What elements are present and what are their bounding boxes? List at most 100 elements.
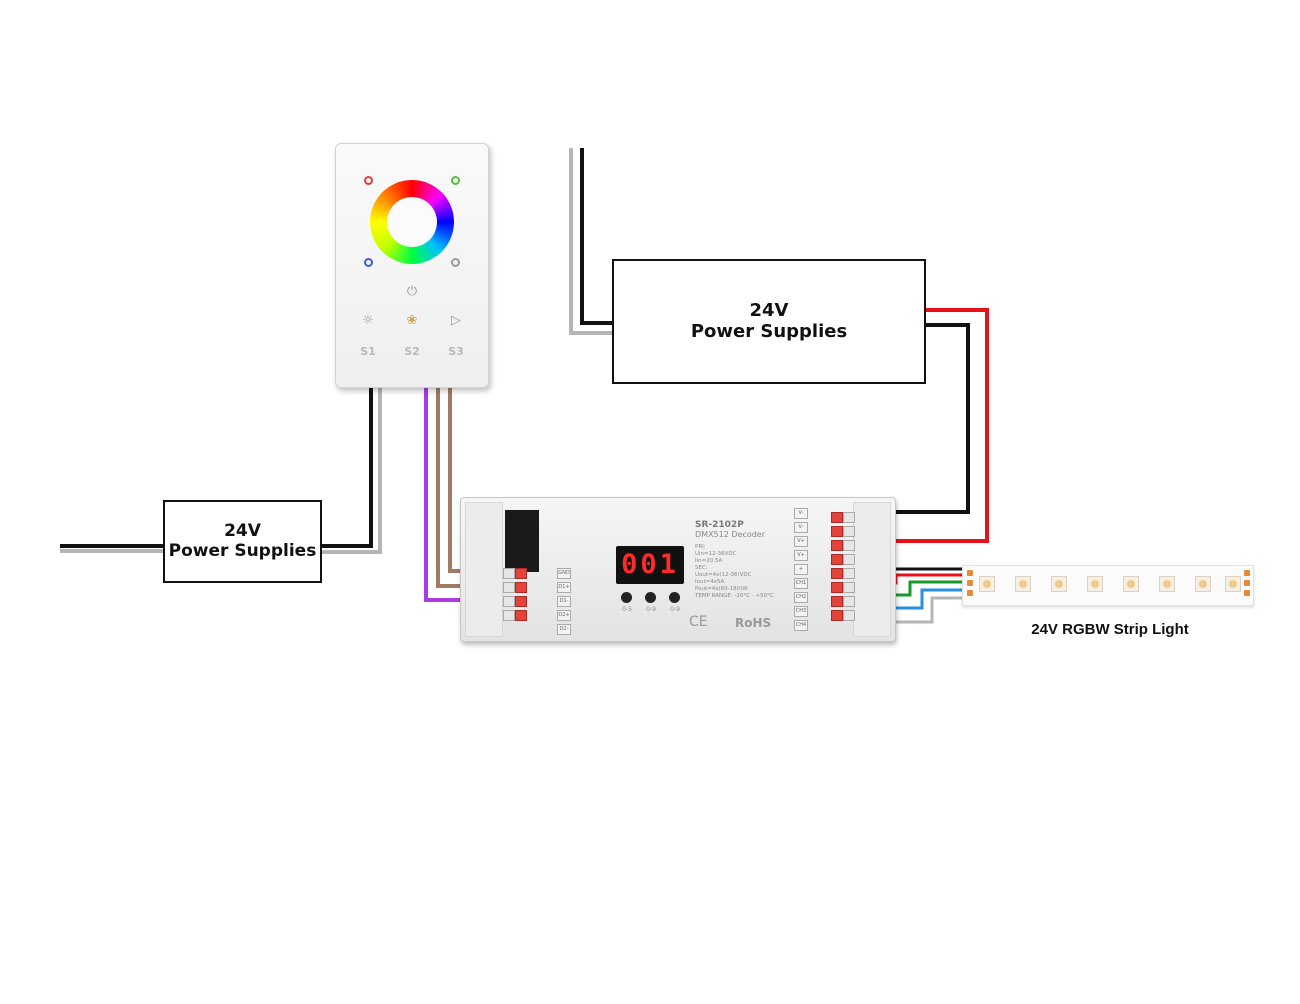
decoder-button-label: 0-9 xyxy=(670,606,680,613)
output-terminal xyxy=(843,596,855,607)
output-terminal xyxy=(843,610,855,621)
input-terminal xyxy=(515,610,527,621)
output-terminal-label: CH3 xyxy=(794,606,808,617)
output-terminal xyxy=(831,610,843,621)
scene-button-1: S1 xyxy=(360,345,376,358)
brightness-icon: ☼ xyxy=(362,313,374,328)
input-terminal-label: D2+ xyxy=(557,610,571,621)
strip-pad xyxy=(1244,590,1250,596)
dmx-decoder: SR-2102P DMX512 Decoder PRI: Uin=12-36VD… xyxy=(460,497,896,642)
input-terminal-label: D2- xyxy=(557,624,571,635)
top-mains-grey-wire xyxy=(569,148,612,335)
panel-power-black-wire xyxy=(322,388,373,548)
psu-top-label: Power Supplies xyxy=(690,320,848,342)
color-wheel-icon xyxy=(370,180,454,264)
output-terminal xyxy=(831,540,843,551)
led-chip xyxy=(1225,576,1241,592)
output-terminal-label: V+ xyxy=(794,536,808,547)
input-terminal-label: D1- xyxy=(557,596,571,607)
decoder-button-label: 0-5 xyxy=(622,606,632,613)
strip-pad xyxy=(967,570,973,576)
decoder-right-ear xyxy=(853,502,891,637)
output-terminal-label: CH1 xyxy=(794,578,808,589)
output-terminal xyxy=(831,512,843,523)
decoder-button-2[interactable] xyxy=(645,592,656,603)
psu-top-voltage: 24V xyxy=(749,299,789,321)
green-dot-icon xyxy=(451,176,460,185)
output-terminal xyxy=(843,582,855,593)
rgbw-strip-light xyxy=(962,565,1254,606)
output-terminal xyxy=(843,512,855,523)
strip-pad xyxy=(967,580,973,586)
scene-button-3: S3 xyxy=(448,345,464,358)
rohs-mark: RoHS xyxy=(735,616,772,630)
input-terminal xyxy=(503,610,515,621)
output-terminal-label: V- xyxy=(794,522,808,533)
psu-black-wire xyxy=(870,323,970,514)
output-terminal-label: V- xyxy=(794,508,808,519)
decoder-specs: PRI: Uin=12-36VDC Iin=20.5A SEC: Uout=4x… xyxy=(695,544,774,600)
led-chip xyxy=(979,576,995,592)
led-chip xyxy=(1195,576,1211,592)
play-icon: ▷ xyxy=(451,313,461,328)
led-chip xyxy=(1015,576,1031,592)
output-terminal-label: + xyxy=(794,564,808,575)
white-dot-icon xyxy=(451,258,460,267)
input-terminal-label: GND xyxy=(557,568,571,579)
strip-pad xyxy=(1244,580,1250,586)
decoder-button-label: 0-9 xyxy=(646,606,656,613)
spec-line: Uin=12-36VDC xyxy=(695,551,737,557)
decoder-model: SR-2102P xyxy=(695,520,744,530)
red-dot-icon xyxy=(364,176,373,185)
decoder-button-3[interactable] xyxy=(669,592,680,603)
led-chip xyxy=(1123,576,1139,592)
strip-pad xyxy=(967,590,973,596)
decoder-button-1[interactable] xyxy=(621,592,632,603)
scene-button-2: S2 xyxy=(404,345,420,358)
led-chip xyxy=(1159,576,1175,592)
input-terminal xyxy=(503,596,515,607)
spec-line: TEMP RANGE: -20°C - +50°C xyxy=(695,593,774,599)
output-terminal-label: CH4 xyxy=(794,620,808,631)
output-terminal-label: CH2 xyxy=(794,592,808,603)
spec-line: PRI: xyxy=(695,544,706,550)
output-terminal xyxy=(831,526,843,537)
psu-left-voltage: 24V xyxy=(224,520,261,541)
output-terminal xyxy=(831,554,843,565)
out-grey-wire xyxy=(860,596,962,624)
psu-red-wire xyxy=(870,308,989,543)
touch-panel: ⏻ ☼ ❀ ▷ S1 S2 S3 xyxy=(335,143,489,388)
strip-label: 24V RGBW Strip Light xyxy=(1031,621,1189,638)
output-terminal-label: V+ xyxy=(794,550,808,561)
input-terminal-label: D1+ xyxy=(557,582,571,593)
input-terminal xyxy=(515,596,527,607)
led-chip xyxy=(1051,576,1067,592)
input-terminal xyxy=(503,568,515,579)
blue-dot-icon xyxy=(364,258,373,267)
color-mode-icon: ❀ xyxy=(406,313,418,328)
power-supply-left: 24V Power Supplies xyxy=(163,500,322,583)
power-icon: ⏻ xyxy=(406,284,418,299)
output-terminal xyxy=(831,582,843,593)
panel-power-grey-wire xyxy=(322,388,382,554)
strip-pad xyxy=(1244,570,1250,576)
psu-left-label: Power Supplies xyxy=(168,540,317,561)
spec-line: Uout=4x(12-36)VDC xyxy=(695,572,752,578)
spec-line: Iin=20.5A xyxy=(695,558,723,564)
output-terminal xyxy=(843,540,855,551)
decoder-left-ear xyxy=(465,502,503,637)
spec-line: Iout=4x5A xyxy=(695,579,725,585)
ce-mark: CE xyxy=(689,614,708,630)
spec-line: SEC: xyxy=(695,565,708,571)
led-chip xyxy=(1087,576,1103,592)
led-display: 001 xyxy=(616,546,684,584)
decoder-sticker xyxy=(505,510,539,572)
power-supply-top: 24V Power Supplies xyxy=(612,259,926,384)
output-terminal xyxy=(843,554,855,565)
input-terminal xyxy=(515,582,527,593)
input-terminal xyxy=(515,568,527,579)
output-terminal xyxy=(843,526,855,537)
output-terminal xyxy=(843,568,855,579)
output-terminal xyxy=(831,568,843,579)
